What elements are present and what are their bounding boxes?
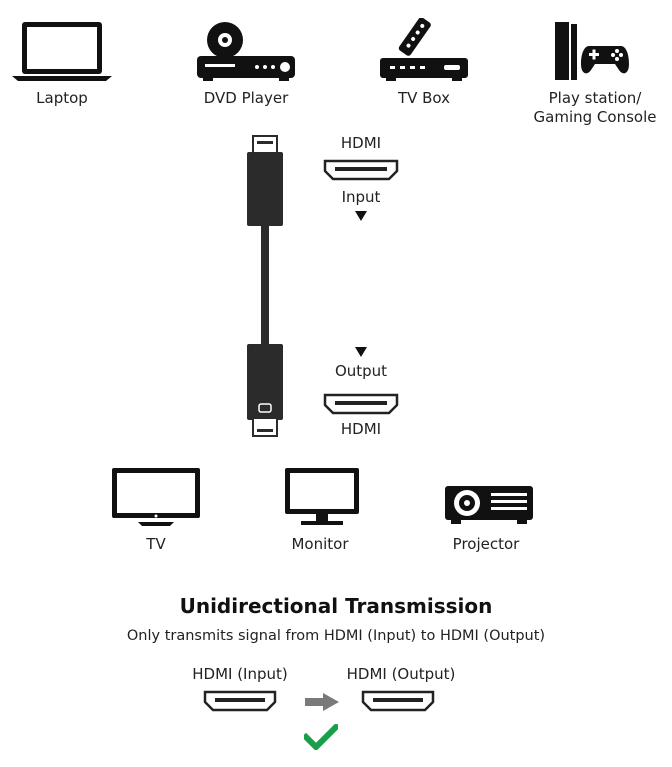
hdmi-port-from-icon bbox=[203, 690, 277, 712]
monitor-label: Monitor bbox=[291, 535, 349, 553]
right-arrow-icon bbox=[305, 693, 339, 711]
hdmi-port-output-icon bbox=[323, 393, 399, 415]
input-label: Input bbox=[341, 188, 381, 206]
bottom-connector-tip bbox=[252, 417, 278, 437]
game-console-icon bbox=[555, 22, 629, 80]
projector-label: Projector bbox=[452, 535, 520, 553]
laptop-device bbox=[10, 20, 114, 82]
dvd-player-device bbox=[195, 20, 297, 82]
top-connector-body bbox=[247, 152, 283, 226]
tv-icon bbox=[112, 468, 200, 526]
tv-device bbox=[110, 466, 202, 528]
hdmi-port-input-icon bbox=[323, 159, 399, 181]
laptop-icon bbox=[12, 22, 112, 81]
tv-label: TV bbox=[146, 535, 166, 553]
output-hdmi-label: HDMI bbox=[340, 420, 382, 438]
monitor-device bbox=[283, 466, 361, 528]
transmission-title: Unidirectional Transmission bbox=[179, 594, 493, 618]
game-console-label: Play station/ Gaming Console bbox=[533, 89, 657, 126]
tv-box-device bbox=[378, 18, 470, 82]
transmission-subtitle: Only transmits signal from HDMI (Input) … bbox=[126, 628, 546, 644]
tv-box-label: TV Box bbox=[397, 89, 451, 107]
projector-icon bbox=[445, 486, 533, 524]
monitor-icon bbox=[285, 468, 359, 525]
game-console-device bbox=[553, 20, 633, 82]
hdmi-port-to-icon bbox=[361, 690, 435, 712]
dvd-player-label: DVD Player bbox=[203, 89, 289, 107]
bottom-connector-body bbox=[247, 344, 283, 420]
down-arrow-icon bbox=[355, 347, 367, 357]
projector-device bbox=[443, 484, 535, 526]
output-label: Output bbox=[334, 362, 388, 380]
from-hdmi-label: HDMI (Input) bbox=[192, 665, 288, 683]
dvd-player-icon bbox=[197, 22, 295, 81]
laptop-label: Laptop bbox=[36, 89, 88, 107]
down-arrow-icon bbox=[355, 211, 367, 221]
checkmark-icon bbox=[304, 724, 338, 750]
cable-wire bbox=[261, 226, 269, 346]
input-hdmi-label: HDMI bbox=[340, 134, 382, 152]
hdmi-cable bbox=[247, 135, 283, 437]
to-hdmi-label: HDMI (Output) bbox=[346, 665, 456, 683]
tv-box-icon bbox=[380, 18, 468, 81]
